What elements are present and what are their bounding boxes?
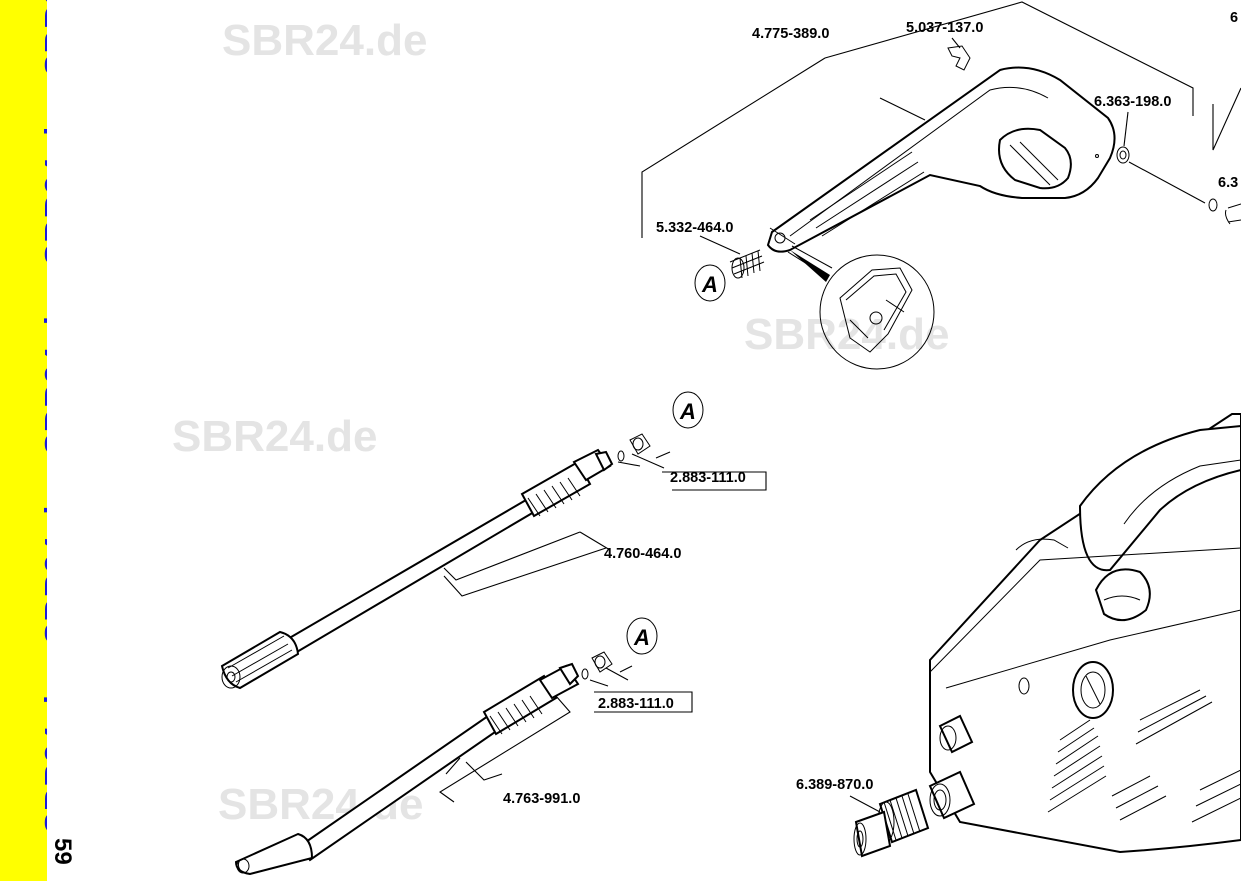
watermark: SBR24.de bbox=[172, 412, 378, 461]
machine-housing bbox=[929, 413, 1241, 854]
leader-line bbox=[617, 451, 671, 469]
watermark: SBR24.de bbox=[222, 16, 428, 65]
leader-bracket bbox=[662, 471, 767, 491]
part-number-label: 6 bbox=[1230, 10, 1238, 26]
trigger-lock-clip bbox=[947, 45, 971, 71]
leader-line bbox=[443, 547, 607, 597]
spring-5332464 bbox=[729, 249, 765, 279]
detail-magnifier bbox=[787, 245, 935, 370]
hose-coupling-6389870 bbox=[853, 788, 930, 858]
water-inlet-connector bbox=[928, 714, 976, 820]
callout-marker-a: A bbox=[672, 391, 704, 429]
svg-text:A: A bbox=[701, 272, 718, 297]
part-number-label: 2.883-111.0 bbox=[598, 696, 674, 712]
svg-text:A: A bbox=[679, 399, 696, 424]
part-number-label: 6.3 bbox=[1218, 175, 1238, 191]
leader-bracket bbox=[594, 691, 693, 713]
leader-line bbox=[1128, 161, 1206, 204]
leader-line bbox=[1212, 87, 1241, 151]
svg-text:A: A bbox=[633, 625, 650, 650]
leader-line bbox=[699, 235, 741, 255]
callout-marker-a: A bbox=[626, 617, 658, 655]
part-number-label: 4.775-389.0 bbox=[752, 26, 829, 42]
spray-lance-4763991 bbox=[234, 651, 613, 876]
leader-line bbox=[589, 665, 633, 687]
part-number-label: 5.332-464.0 bbox=[656, 220, 733, 236]
callout-marker-a: A bbox=[694, 264, 726, 302]
nut-6363198 bbox=[1116, 146, 1130, 164]
leader-line bbox=[443, 531, 611, 581]
trigger-gun-handle bbox=[766, 66, 1116, 253]
leader-line bbox=[1123, 111, 1129, 147]
leader-bracket bbox=[641, 1, 1194, 238]
leader-line bbox=[445, 757, 503, 781]
part-number-label: 4.763-991.0 bbox=[503, 791, 580, 807]
leader-line bbox=[951, 37, 961, 49]
part-number-label: 4.760-464.0 bbox=[604, 546, 681, 562]
watermark: SBR24.de bbox=[744, 310, 950, 359]
part-number-label: 6.389-870.0 bbox=[796, 777, 873, 793]
oring-cut bbox=[1208, 198, 1241, 225]
part-number-label: 5.037-137.0 bbox=[906, 20, 983, 36]
spray-lance-4760464 bbox=[220, 433, 651, 690]
sidebar-watermark-strip: e • SBR24.de • SBR24.de • SBR24.de • SBR… bbox=[0, 0, 47, 881]
part-number-label: 2.883-111.0 bbox=[670, 470, 746, 486]
part-number-label: 6.363-198.0 bbox=[1094, 94, 1171, 110]
leader-line bbox=[879, 97, 926, 121]
leader-line bbox=[849, 795, 881, 813]
leader-line bbox=[439, 695, 571, 803]
